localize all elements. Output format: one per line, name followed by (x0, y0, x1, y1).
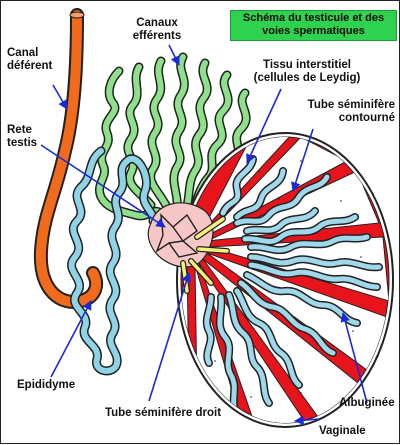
arrow-canaux-efferents (168, 44, 180, 66)
arrow-epididyme (50, 300, 92, 378)
label-tube-contourne: Tube séminifère contourné (307, 99, 395, 124)
label-rete-testis: Rete testis (7, 124, 38, 149)
arrow-vaginale (294, 415, 320, 426)
arrow-rete-testis (40, 144, 166, 228)
arrow-tube-droit (148, 272, 192, 402)
arrow-tube-contourne (291, 128, 314, 192)
label-vaginale: Vaginale (319, 425, 366, 437)
canaux-efferents (95, 52, 251, 221)
label-tissu-interstitiel: Tissu interstitiel (cellules de Leydig) (253, 59, 361, 84)
pointer-arrows (40, 44, 368, 426)
arrow-albuginee (340, 312, 368, 404)
label-canaux-efferents: Canaux efférents (132, 17, 182, 42)
arrow-tissu-interstitiel (246, 88, 282, 164)
arrow-canal-deferent (52, 84, 68, 110)
label-canal-deferent: Canal déférent (7, 47, 53, 72)
epididyme (67, 146, 158, 376)
title-box (230, 10, 397, 41)
testis-body (176, 132, 394, 428)
label-epididyme: Epididyme (17, 379, 76, 391)
diagram-title: Schéma du testicule et des voies spermat… (242, 12, 385, 37)
label-tube-droit: Tube séminifère droit (104, 407, 222, 419)
label-albuginee: Albuginée (339, 397, 395, 409)
